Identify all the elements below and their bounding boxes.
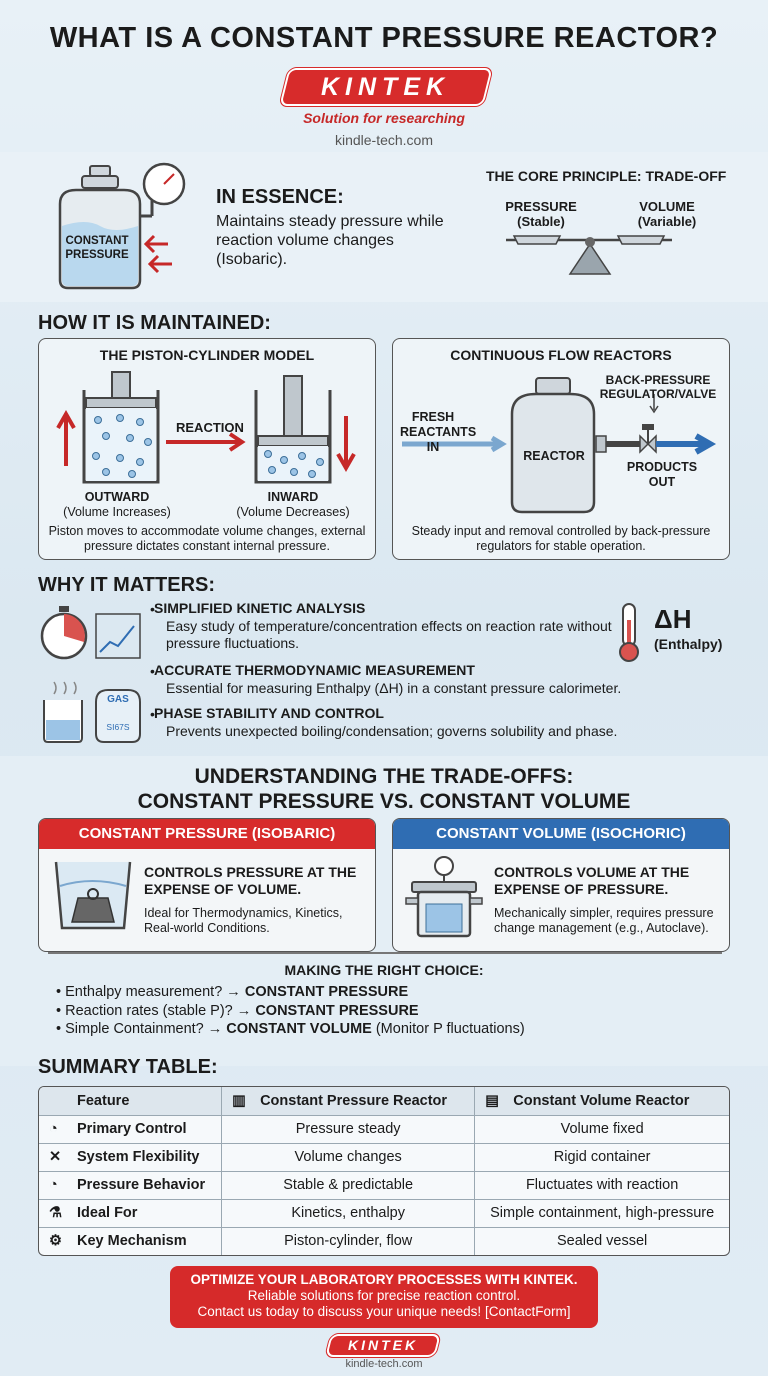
inlet-label: FRESH REACTANTS IN (400, 410, 477, 454)
feature-cell: ⚗Ideal For (39, 1199, 223, 1228)
choice-item: • Reaction rates (stable P)? → CONSTANT … (56, 1002, 419, 1019)
choice-item: • Simple Containment? → CONSTANT VOLUME … (56, 1021, 525, 1037)
table-row: ✕System Flexibility Volume changes Rigid… (39, 1143, 729, 1172)
kintek-logo[interactable]: KINTEK (281, 70, 491, 104)
column-header: Feature (39, 1087, 223, 1116)
why-title: WHY IT MATTERS: (38, 574, 216, 596)
domain-link[interactable]: kindle-tech.com (334, 132, 434, 148)
choice-list: • Enthalpy measurement? → CONSTANT PRESS… (56, 983, 706, 1039)
bullet-dot: • (150, 663, 155, 679)
cp-cell: Kinetics, enthalpy (221, 1199, 476, 1228)
pressure-label: PRESSURE(Stable) (505, 199, 577, 229)
principle-title: THE CORE PRINCIPLE: TRADE-OFF (486, 168, 727, 184)
gas-label: GAS (107, 694, 129, 705)
bullet-dot: • (150, 601, 155, 617)
cv-cell: Simple containment, high-pressure (474, 1199, 729, 1228)
cv-heading: CONTROLS VOLUME AT THE EXPENSE OF PRESSU… (494, 864, 690, 897)
cv-cell: Sealed vessel (556, 1233, 648, 1250)
column-header: ▤Constant Volume Reactor (474, 1087, 729, 1116)
feature-cell: ◔Pressure Behavior (39, 1171, 223, 1200)
essence-text: Maintains steady pressure while reaction… (216, 213, 444, 268)
how-title: HOW IT IS MAINTAINED: (38, 312, 271, 334)
thermometer-icon (619, 603, 639, 662)
feature-cell: ⚙Key Mechanism (39, 1227, 223, 1255)
flow-caption: Steady input and removal controlled by b… (411, 524, 711, 553)
weight-container-icon (54, 861, 132, 930)
cv-reactor-icon: ▤ (485, 1092, 499, 1109)
footer-domain[interactable]: kindle-tech.com (345, 1358, 423, 1370)
cp-text: Ideal for Thermodynamics, Kinetics, Real… (144, 906, 343, 935)
cta-line3[interactable]: Contact us today to discuss your unique … (197, 1304, 571, 1319)
why-item-3: PHASE STABILITY AND CONTROL Prevents une… (154, 705, 618, 739)
cp-cell: Piston-cylinder, flow (221, 1227, 476, 1255)
footer-logo[interactable]: KINTEK (327, 1336, 439, 1355)
cta-line2: Reliable solutions for precise reaction … (247, 1288, 521, 1303)
cta-line1: OPTIMIZE YOUR LABORATORY PROCESSES WITH … (190, 1272, 578, 1287)
gauge-icon: ◔ (49, 1121, 58, 1138)
summary-title: SUMMARY TABLE: (38, 1056, 218, 1078)
cta-banner[interactable]: OPTIMIZE YOUR LABORATORY PROCESSES WITH … (170, 1266, 598, 1328)
tagline: Solution for researching (303, 110, 465, 126)
pressure-tank-icon (58, 162, 186, 290)
cp-cell: Pressure steady (221, 1115, 476, 1144)
bullet-dot: • (150, 706, 155, 722)
inward-label: INWARD(Volume Decreases) (236, 490, 350, 519)
cp-cell: Volume changes (221, 1143, 476, 1172)
piston-title: THE PISTON-CYLINDER MODEL (99, 347, 315, 363)
table-row: ◔Pressure Behavior Stable & predictable … (39, 1171, 729, 1200)
beaker-gas-icons (43, 681, 141, 743)
cp-cell: Stable & predictable (221, 1171, 476, 1200)
summary-table: Feature ▥Constant Pressure Reactor ▤Cons… (38, 1086, 730, 1256)
stopwatch-chart-icons (40, 606, 141, 660)
outlet-label: PRODUCTS OUT (626, 460, 698, 489)
reaction-label: REACTION (176, 420, 244, 435)
cv-text: Mechanically simpler, requires pressure … (494, 906, 714, 935)
flow-reactor-diagram (402, 377, 717, 514)
gears-icon: ⚙ (49, 1233, 62, 1250)
why-item-2: ACCURATE THERMODYNAMIC MEASUREMENT Essen… (154, 662, 622, 696)
table-row: ⚗Ideal For Kinetics, enthalpy Simple con… (39, 1199, 729, 1228)
feature-cell: ◔Primary Control (39, 1115, 223, 1144)
essence-heading: IN ESSENCE: (216, 186, 344, 208)
cv-header: CONSTANT VOLUME (ISOCHORIC) (393, 819, 729, 849)
table-row: ◔Primary Control Pressure steady Volume … (39, 1115, 729, 1144)
gauge-icon: ◔ (49, 1177, 58, 1194)
cv-cell: Rigid container (474, 1143, 729, 1172)
flask-icon: ⚗ (49, 1205, 62, 1222)
choice-item: • Enthalpy measurement? → CONSTANT PRESS… (56, 984, 409, 1000)
balance-scale-icon (506, 235, 672, 275)
flow-title: CONTINUOUS FLOW REACTORS (450, 347, 672, 363)
divider (48, 952, 722, 954)
outward-label: OUTWARD(Volume Increases) (63, 490, 171, 519)
column-header: ▥Constant Pressure Reactor (221, 1087, 476, 1116)
table-row: ⚙Key Mechanism Piston-cylinder, flow Sea… (39, 1227, 729, 1255)
cp-header: CONSTANT PRESSURE (ISOBARIC) (39, 819, 375, 849)
cv-cell: Fluctuates with reaction (474, 1171, 729, 1200)
valve-label: BACK-PRESSURE REGULATOR/VALVE (599, 373, 717, 401)
piston-caption: Piston moves to accommodate volume chang… (48, 524, 366, 553)
page-title: WHAT IS A CONSTANT PRESSURE REACTOR? (49, 22, 719, 54)
gas-sub: SI67S (106, 722, 130, 732)
delta-h: ΔH (654, 604, 692, 634)
piston-diagram (56, 371, 356, 484)
volume-label: VOLUME(Variable) (637, 199, 697, 229)
cv-cell: Volume fixed (474, 1115, 729, 1144)
autoclave-icon (405, 856, 483, 938)
tank-label: CONSTANT PRESSURE (65, 235, 129, 261)
reactor-label: REACTOR (523, 449, 585, 463)
tradeoffs-title: UNDERSTANDING THE TRADE-OFFS:CONSTANT PR… (137, 765, 631, 813)
table-header-row: Feature ▥Constant Pressure Reactor ▤Cons… (39, 1087, 729, 1116)
cp-reactor-icon: ▥ (232, 1092, 246, 1109)
enthalpy-label: (Enthalpy) (654, 636, 723, 652)
feature-cell: ✕System Flexibility (39, 1143, 223, 1172)
tools-icon: ✕ (49, 1149, 62, 1166)
cp-heading: CONTROLS PRESSURE AT THE EXPENSE OF VOLU… (144, 864, 357, 897)
choice-title: MAKING THE RIGHT CHOICE: (284, 962, 484, 978)
why-item-1: SIMPLIFIED KINETIC ANALYSIS Easy study o… (154, 600, 612, 651)
